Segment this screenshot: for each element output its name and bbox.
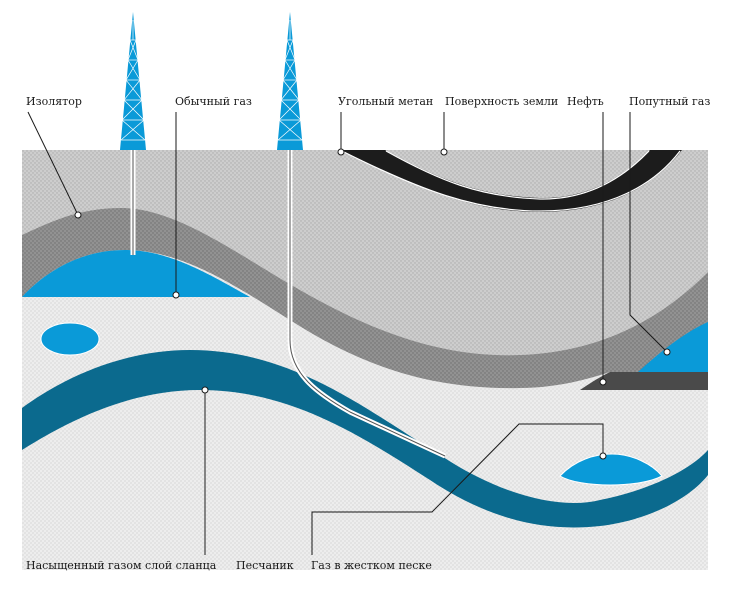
ground-cross-section	[22, 150, 708, 570]
tight-sand-gas-deposit	[559, 453, 663, 486]
shale-gas-layer	[22, 350, 708, 528]
coal-seam	[340, 150, 682, 212]
drilling-rig-icon	[120, 12, 146, 150]
label-shale-gas: Насыщенный газом слой сланца	[26, 559, 217, 572]
label-associated-gas: Попутный газ	[629, 95, 710, 108]
conventional-gas-deposit	[22, 250, 250, 297]
label-coalbed-methane: Угольный метан	[338, 95, 433, 108]
label-tight-sand-gas: Газ в жестком песке	[311, 559, 432, 572]
associated-gas-deposit	[638, 322, 708, 372]
label-insulator: Изолятор	[26, 95, 82, 108]
drilling-rig-icon	[277, 12, 303, 150]
horizontal-well	[287, 150, 447, 459]
insulator-layer	[22, 207, 708, 389]
oil-layer	[580, 372, 708, 390]
leader-lines	[27, 111, 668, 555]
label-sandstone: Песчаник	[236, 559, 294, 572]
label-ground-surface: Поверхность земли	[445, 95, 558, 108]
label-conventional-gas: Обычный газ	[175, 95, 252, 108]
leader-dots	[74, 148, 671, 460]
sandstone-gas-lens	[40, 322, 100, 356]
label-oil: Нефть	[567, 95, 604, 108]
